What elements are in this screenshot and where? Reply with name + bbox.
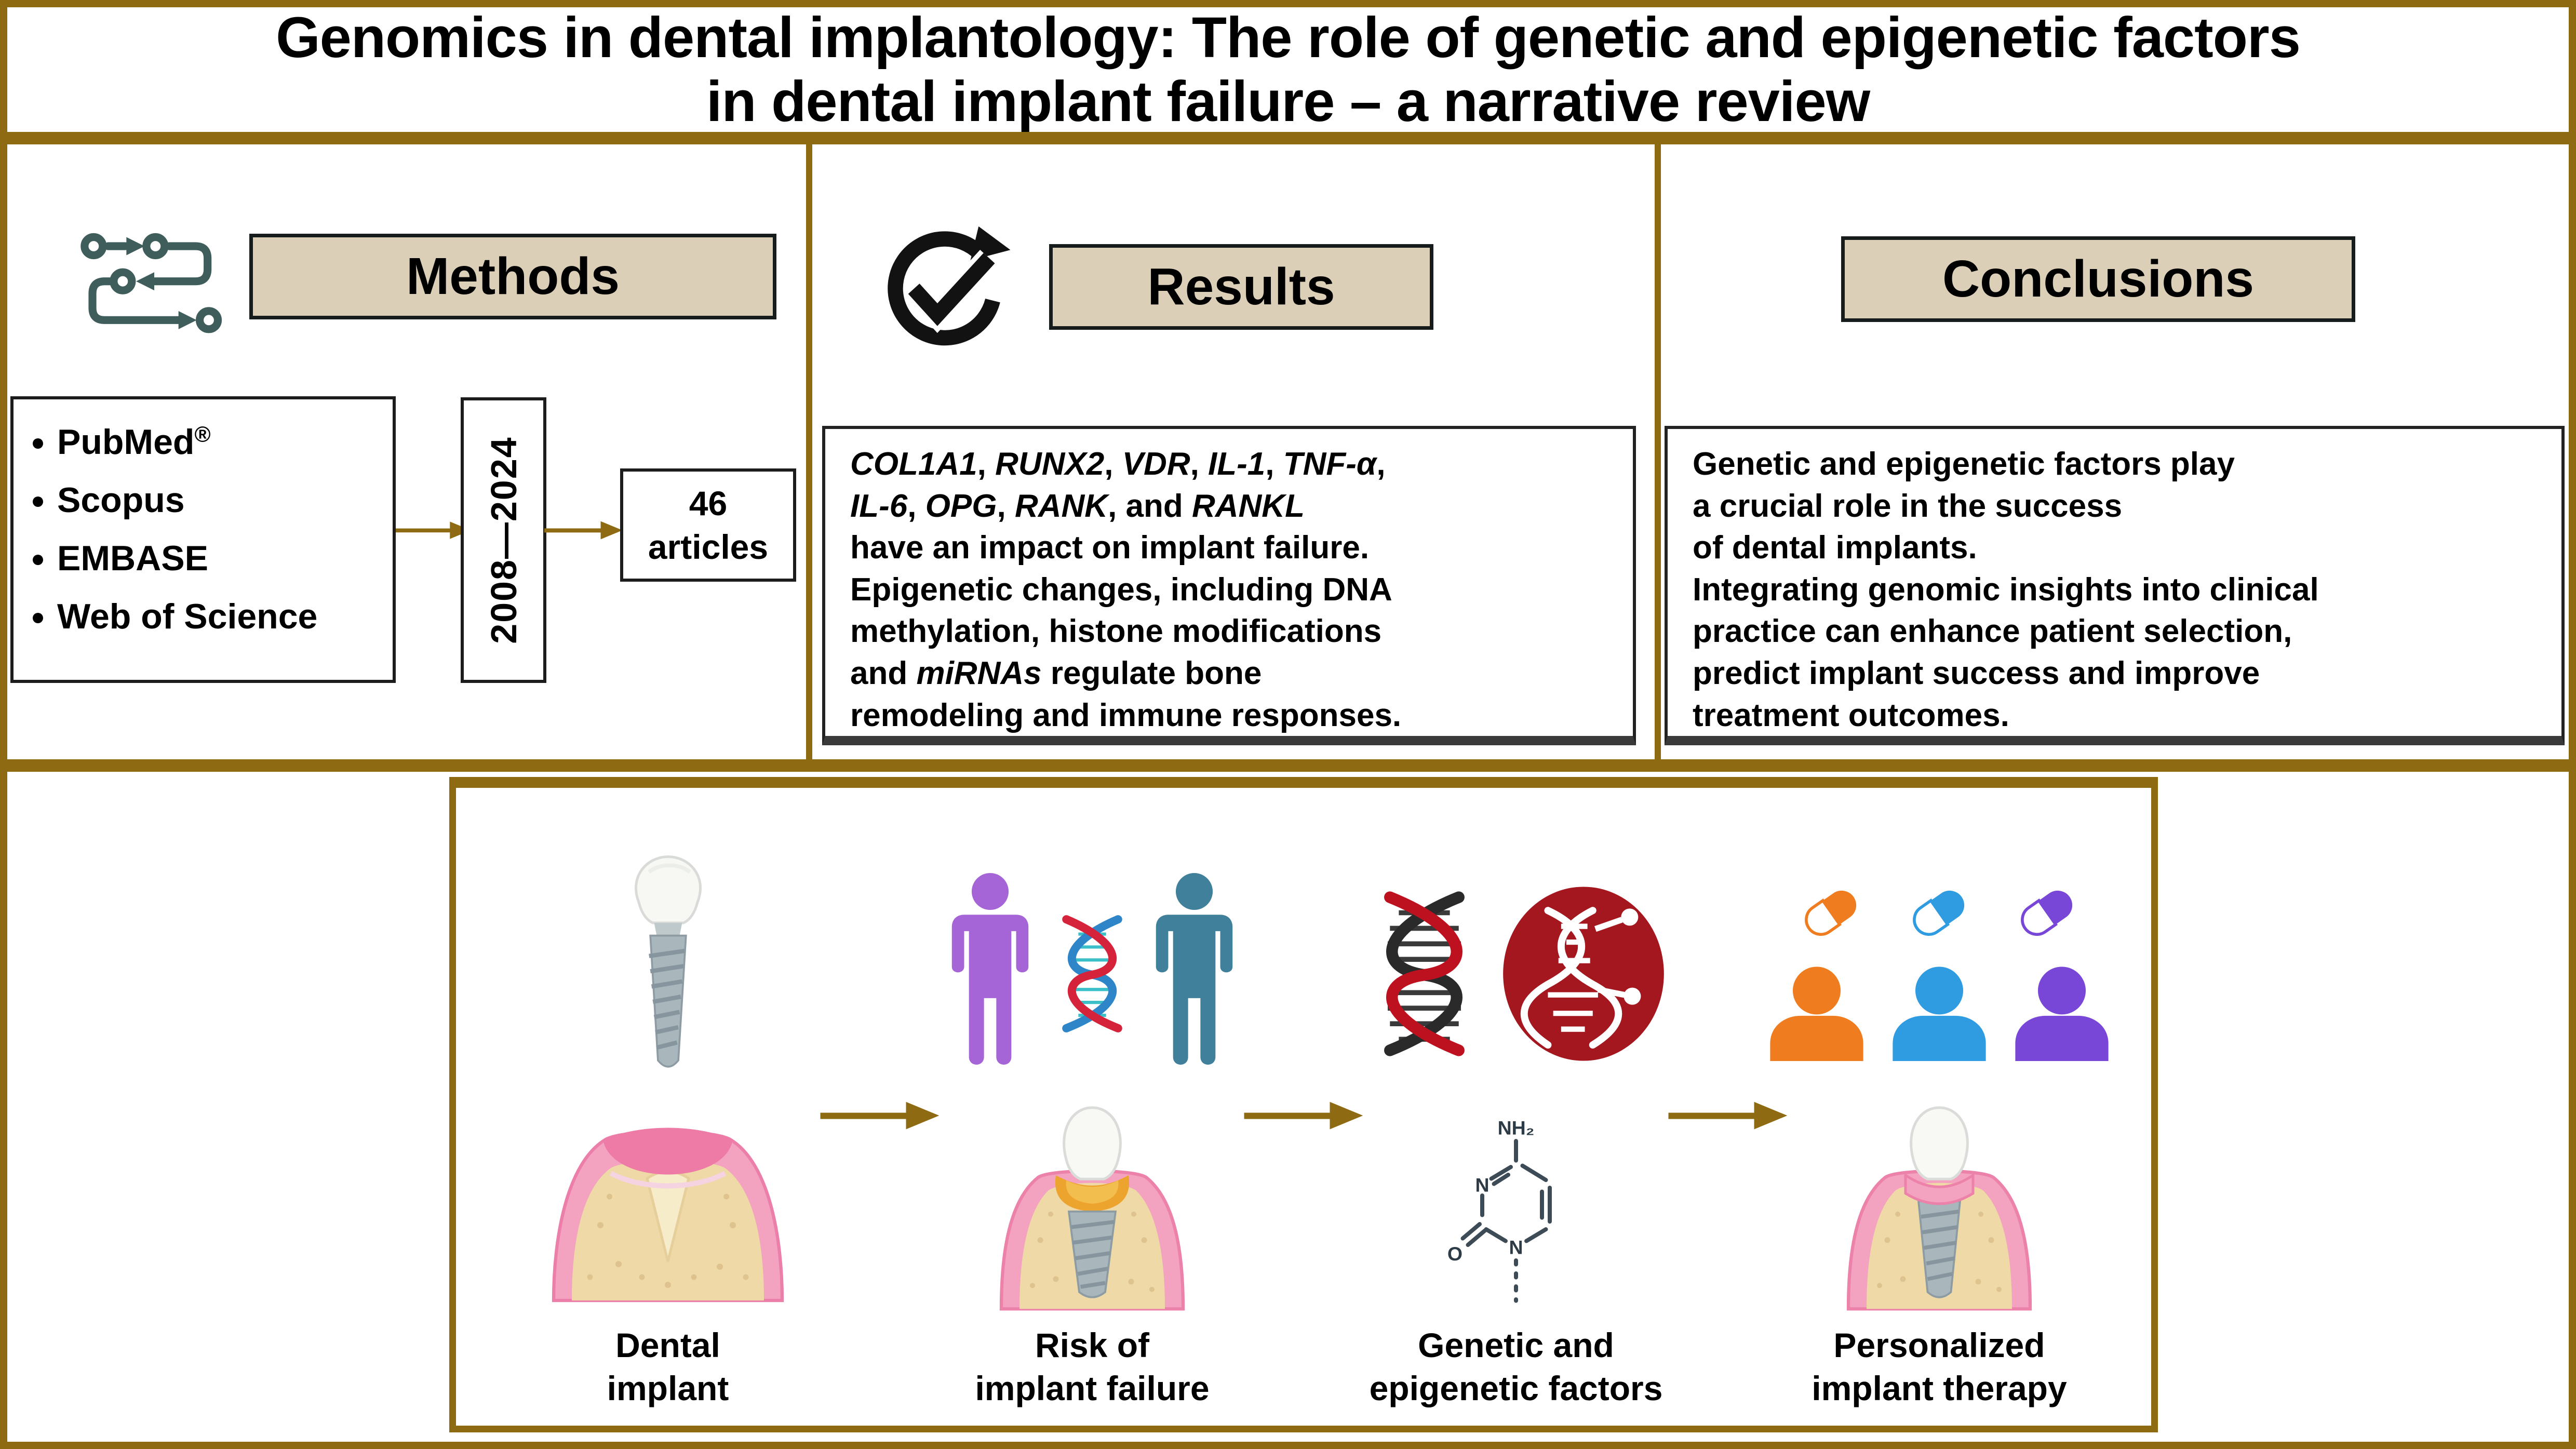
- genome-circle-icon: [1502, 886, 1664, 1061]
- person-teal-icon: [1156, 873, 1233, 1065]
- conclusions-header: Conclusions: [1841, 236, 2355, 322]
- title-divider: [0, 132, 2576, 144]
- page-title-line2: in dental implant failure – a narrative …: [706, 70, 1870, 133]
- molecule-amine-label: NH₂: [1498, 1117, 1535, 1139]
- capsule-purple-icon: [2021, 890, 2073, 936]
- conclusions-header-label: Conclusions: [1942, 250, 2255, 308]
- dental-implant-icon: [634, 855, 702, 1068]
- capsule-orange-icon: [1805, 890, 1857, 936]
- stage-label: Risk of implant failure: [975, 1326, 1210, 1408]
- stage-genetic-epigenetic: NH₂ N N O Genetic and epigenetic factors: [1304, 788, 1728, 1426]
- column-divider-2: [1655, 144, 1661, 759]
- databases-box: PubMed® Scopus EMBASE Web of Science: [10, 396, 396, 683]
- results-text-box: COL1A1, RUNX2, VDR, IL-1, TNF-α, IL-6, O…: [822, 426, 1636, 745]
- year-range-box: 2008—2024: [461, 397, 546, 683]
- registered-mark: ®: [194, 422, 211, 447]
- results-header: Results: [1049, 244, 1433, 330]
- database-item-wos: Web of Science: [57, 599, 387, 634]
- dna-strand-icon: [1384, 891, 1465, 1056]
- molecule-n-ring-label: N: [1475, 1174, 1489, 1196]
- title-block: Genomics in dental implantology: The rol…: [7, 5, 2569, 133]
- column-divider-1: [806, 144, 812, 759]
- stage-label: Dental implant: [607, 1326, 729, 1408]
- capsule-blue-icon: [1913, 890, 1965, 936]
- articles-count: 46: [689, 484, 728, 522]
- dna-helix-icon: [1062, 915, 1122, 1032]
- healthy-implant-gum-icon: [1846, 1106, 2032, 1311]
- results-header-label: Results: [1147, 258, 1335, 316]
- person-purple-icon: [951, 873, 1029, 1065]
- flow-panel: Dental implant: [449, 777, 2158, 1432]
- patient-orange-icon: [1770, 966, 1863, 1061]
- stage-personalized-therapy: Personalized implant therapy: [1727, 788, 2151, 1426]
- flow-arrow-icon: [544, 521, 623, 540]
- database-item-pubmed: PubMed®: [57, 422, 387, 460]
- molecule-n-bottom-label: N: [1509, 1237, 1523, 1258]
- failing-implant-gum-icon: [999, 1106, 1185, 1311]
- database-item-scopus: Scopus: [57, 482, 387, 518]
- cytosine-molecule-icon: NH₂ N N O: [1447, 1117, 1552, 1303]
- patient-purple-icon: [2015, 966, 2109, 1061]
- flow-arrow-icon: [1244, 1102, 1363, 1130]
- flow-arrow-icon: [1668, 1102, 1788, 1130]
- flow-arrow-icon: [820, 1102, 940, 1130]
- pills-row: [1792, 884, 2086, 941]
- database-item-embase: EMBASE: [57, 541, 387, 576]
- methods-header: Methods: [249, 234, 776, 319]
- databases-list: PubMed® Scopus EMBASE Web of Science: [32, 422, 387, 634]
- methods-header-label: Methods: [406, 247, 620, 305]
- page-title-line1: Genomics in dental implantology: The rol…: [276, 5, 2301, 70]
- patient-blue-icon: [1893, 966, 1986, 1061]
- flow-arrow-icon: [396, 521, 471, 539]
- articles-count-box: 46 articles: [620, 468, 796, 582]
- stage-label: Genetic and epigenetic factors: [1369, 1326, 1663, 1408]
- patients-row: [1760, 963, 2118, 1064]
- molecule-oxygen-label: O: [1447, 1243, 1463, 1265]
- stage-dental-implant: Dental implant: [456, 788, 880, 1426]
- stage-risk-implant-failure: Risk of implant failure: [880, 788, 1304, 1426]
- year-range-label: 2008—2024: [483, 436, 524, 644]
- articles-count-label: articles: [648, 528, 769, 566]
- stage-label: Personalized implant therapy: [1812, 1326, 2067, 1408]
- process-flow-icon: [81, 233, 222, 333]
- empty-socket-gum-icon: [552, 1128, 784, 1303]
- middle-divider: [0, 759, 2576, 772]
- conclusions-text-box: Genetic and epigenetic factors play a cr…: [1665, 426, 2565, 745]
- check-cycle-icon: [888, 226, 1011, 346]
